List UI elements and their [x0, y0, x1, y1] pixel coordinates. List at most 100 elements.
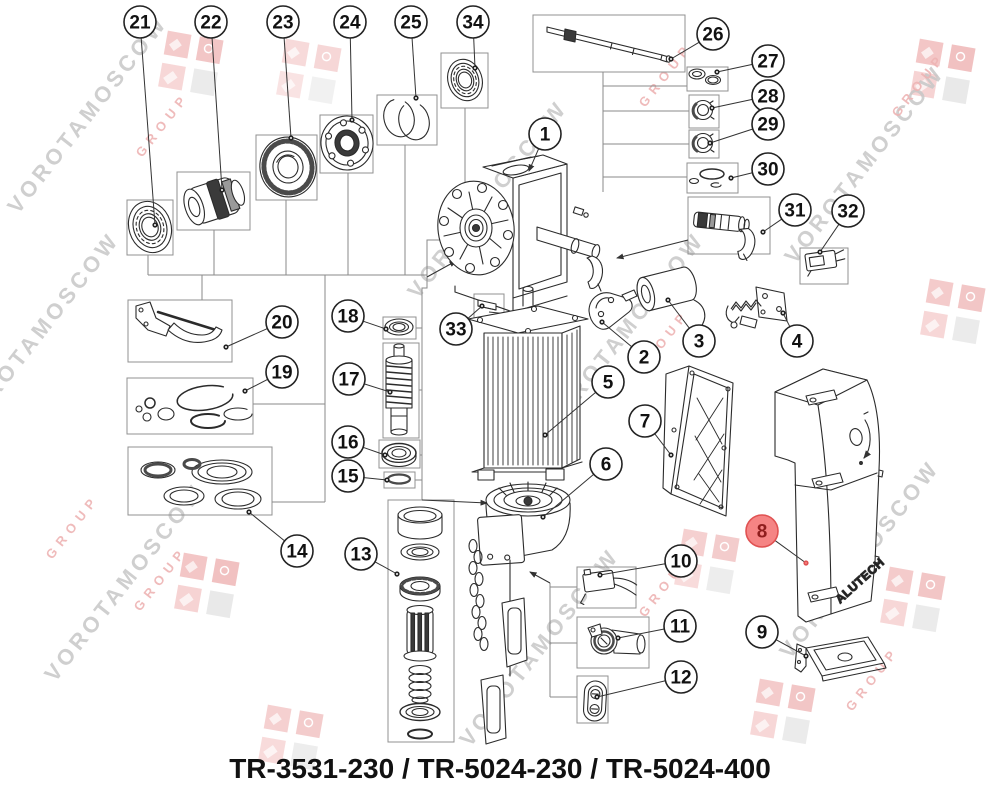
svg-text:16: 16: [337, 433, 358, 454]
part-gearbox-housing-1: [437, 154, 604, 313]
svg-text:32: 32: [837, 202, 858, 223]
part-rings-30: [688, 168, 725, 188]
svg-text:15: 15: [337, 467, 359, 488]
svg-text:28: 28: [757, 87, 778, 108]
svg-text:13: 13: [350, 545, 371, 566]
svg-text:30: 30: [757, 160, 778, 181]
part-bearing-21: [127, 200, 173, 254]
svg-text:8: 8: [757, 522, 768, 543]
svg-text:4: 4: [792, 332, 803, 353]
callout-6[interactable]: 6: [540, 447, 623, 520]
callout-10[interactable]: 10: [597, 544, 698, 578]
svg-text:6: 6: [601, 455, 612, 476]
svg-text:14: 14: [286, 542, 308, 563]
callout-25[interactable]: 25: [394, 5, 428, 101]
svg-text:29: 29: [757, 115, 778, 136]
model-title: TR-3531-230 / TR-5024-230 / TR-5024-400: [229, 753, 771, 784]
callout-24[interactable]: 24: [333, 5, 367, 123]
svg-text:3: 3: [694, 332, 705, 353]
part-nut-28: [691, 99, 715, 121]
svg-text:18: 18: [337, 307, 358, 328]
svg-text:1: 1: [540, 125, 551, 146]
part-clamp-2: [588, 289, 638, 330]
part-bearing-16: [381, 442, 417, 468]
part-microswitch-10: [580, 568, 638, 606]
svg-text:33: 33: [445, 320, 466, 341]
part-flange-24: [320, 115, 374, 171]
callout-23[interactable]: 23: [266, 5, 300, 141]
part-washers-27: [688, 68, 722, 86]
part-ring-15: [386, 473, 412, 485]
watermark-text: VOROTAMOSCOW: [779, 60, 949, 268]
callout-34[interactable]: 34: [456, 5, 490, 71]
part-bracket-set-20: [135, 301, 223, 343]
part-output-stack-13: [397, 506, 443, 740]
part-grommet-12: [582, 680, 608, 722]
callout-7[interactable]: 7: [628, 404, 674, 458]
callout-5[interactable]: 5: [542, 365, 625, 438]
watermark-subtext: GROUP: [133, 89, 193, 159]
callout-22[interactable]: 22: [194, 5, 228, 193]
callout-19[interactable]: 19: [242, 355, 299, 394]
svg-text:27: 27: [757, 52, 778, 73]
callout-29[interactable]: 29: [707, 107, 785, 146]
callout-32[interactable]: 32: [817, 194, 865, 255]
part-release-shaft-31: [693, 211, 756, 262]
svg-text:20: 20: [271, 313, 292, 334]
part-shaft-26: [546, 26, 672, 63]
part-release-mechanism-4: [725, 286, 788, 329]
svg-text:23: 23: [272, 13, 293, 34]
svg-text:2: 2: [639, 348, 650, 369]
part-worm-shaft-17: [385, 343, 413, 436]
callout-1[interactable]: 1: [528, 117, 562, 172]
callout-2[interactable]: 2: [599, 319, 661, 374]
svg-text:31: 31: [784, 201, 806, 222]
watermark-subtext: GROUP: [43, 491, 103, 561]
callout-9[interactable]: 9: [745, 615, 809, 659]
callout-20[interactable]: 20: [223, 305, 299, 350]
callout-16[interactable]: 16: [331, 425, 388, 459]
part-nut-29: [691, 132, 715, 154]
svg-text:34: 34: [462, 13, 484, 34]
callout-12[interactable]: 12: [594, 660, 698, 700]
callout-18[interactable]: 18: [331, 299, 389, 333]
svg-text:10: 10: [670, 552, 691, 573]
watermark-text: VOROTAMOSCOW: [0, 227, 124, 435]
svg-text:22: 22: [200, 13, 221, 34]
callout-26[interactable]: 26: [668, 17, 730, 62]
callout-15[interactable]: 15: [331, 459, 390, 493]
svg-text:25: 25: [400, 13, 422, 34]
svg-text:5: 5: [603, 373, 614, 394]
svg-text:12: 12: [670, 668, 691, 689]
callout-17[interactable]: 17: [332, 362, 393, 396]
callout-30[interactable]: 30: [728, 152, 785, 186]
svg-text:21: 21: [129, 13, 151, 34]
part-coupling-22: [183, 177, 246, 226]
callout-21[interactable]: 21: [123, 5, 158, 228]
callout-8[interactable]: 8: [745, 514, 809, 566]
svg-text:19: 19: [271, 363, 292, 384]
callout-13[interactable]: 13: [344, 537, 400, 577]
callout-4[interactable]: 4: [780, 310, 814, 358]
callout-3[interactable]: 3: [665, 297, 716, 358]
part-gearbox-base-6: [468, 481, 571, 745]
svg-text:17: 17: [338, 370, 359, 391]
callout-11[interactable]: 11: [615, 609, 697, 643]
part-snapring-set-19: [135, 384, 253, 429]
svg-text:26: 26: [702, 25, 723, 46]
callout-14[interactable]: 14: [246, 509, 314, 568]
part-bracket-32: [804, 249, 846, 277]
callout-33[interactable]: 33: [439, 303, 485, 346]
callout-31[interactable]: 31: [760, 193, 812, 235]
part-gear-23: [259, 136, 317, 198]
part-cover-8: ALUTECH: [774, 368, 888, 623]
svg-text:9: 9: [757, 623, 768, 644]
callout-28[interactable]: 28: [709, 79, 785, 113]
svg-text:11: 11: [670, 617, 691, 638]
callout-27[interactable]: 27: [714, 44, 785, 78]
part-bearing-18: [384, 318, 414, 336]
part-motor-5: [467, 285, 589, 481]
release-dial-icon: [849, 411, 872, 465]
